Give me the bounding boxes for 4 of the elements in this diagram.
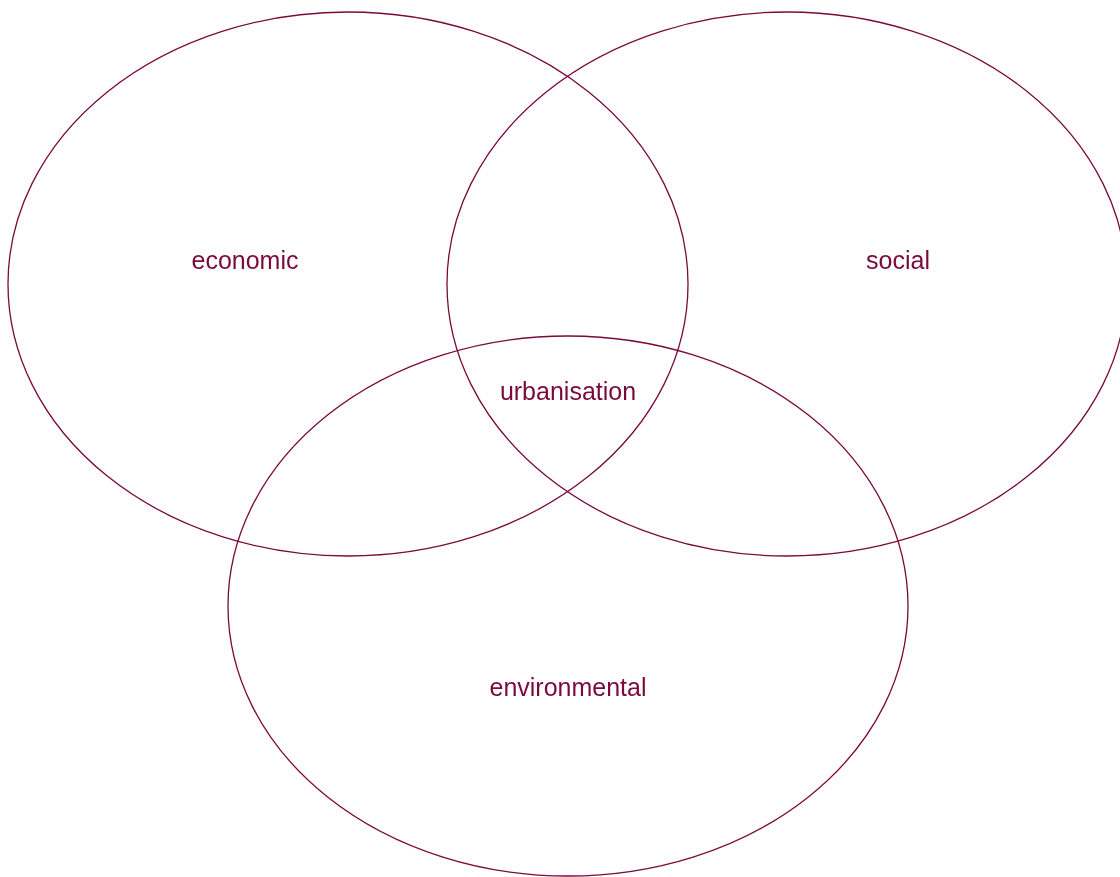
intersection-label: urbanisation bbox=[499, 376, 637, 406]
set-label: economic bbox=[191, 245, 299, 275]
set-label: environmental bbox=[489, 672, 647, 702]
set-label: social bbox=[866, 245, 930, 275]
